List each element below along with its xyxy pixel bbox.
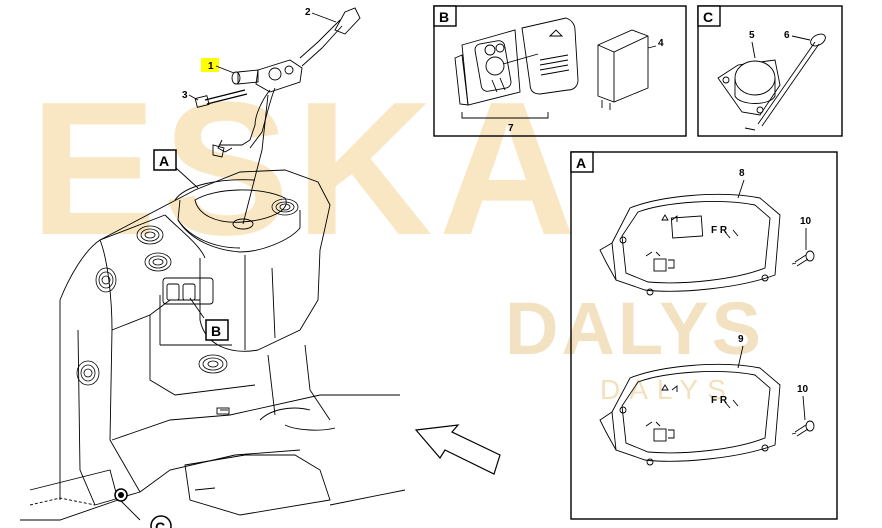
callout-6-label: 6 xyxy=(784,30,790,41)
detail-box-b: B 4 7 xyxy=(433,5,687,137)
direction-arrow xyxy=(414,424,501,475)
view-c-marker: C xyxy=(114,488,172,528)
view-c-main-label: C xyxy=(155,519,165,528)
vent-lower xyxy=(198,354,228,374)
box-b-label: B xyxy=(439,9,449,25)
steering-lever-assembly xyxy=(194,7,361,225)
vent-side xyxy=(95,267,117,293)
detail-box-a: A F R 8 xyxy=(570,151,838,520)
screw-10-top xyxy=(791,250,815,267)
callout-1-label: 1 xyxy=(208,61,214,72)
callout-3-label: 3 xyxy=(182,90,188,101)
detail-box-c: C 5 6 xyxy=(697,5,843,137)
cluster-9-fr: F R xyxy=(711,395,728,406)
callout-10b-label: 10 xyxy=(797,384,809,395)
view-a-main-marker: A xyxy=(153,149,199,189)
callout-7-label: 7 xyxy=(508,123,514,134)
watermark-tertiary: DALYS xyxy=(600,374,735,405)
air-vents xyxy=(76,198,299,386)
dashboard-console-drawing xyxy=(20,169,406,521)
instrument-cluster-9 xyxy=(599,363,781,466)
view-b-main-marker: B xyxy=(189,297,229,341)
callout-4-label: 4 xyxy=(658,38,664,49)
watermark-main: ESKA xyxy=(30,63,582,275)
callout-10a-label: 10 xyxy=(800,216,812,227)
vent-bottom-left xyxy=(76,360,100,386)
cluster-8-fr: F R xyxy=(711,225,728,236)
callout-2: 2 xyxy=(305,7,337,23)
callout-5-label: 5 xyxy=(749,30,755,41)
callout-1: 1 xyxy=(201,58,235,74)
watermark-secondary: DALYS xyxy=(505,287,765,370)
view-b-main-label: B xyxy=(211,323,221,339)
screw-10-bottom xyxy=(791,420,815,437)
vent-right xyxy=(271,198,299,216)
vent-left-top xyxy=(136,225,164,245)
callout-3: 3 xyxy=(182,90,199,101)
callout-2-label: 2 xyxy=(305,7,311,18)
box-a-label: A xyxy=(576,155,586,171)
callout-8-label: 8 xyxy=(739,168,745,179)
callout-9-label: 9 xyxy=(738,334,744,345)
box-c-label: C xyxy=(703,9,713,25)
instrument-cluster-8 xyxy=(599,193,781,296)
vent-left-mid xyxy=(144,252,172,272)
view-a-main-label: A xyxy=(159,153,169,169)
